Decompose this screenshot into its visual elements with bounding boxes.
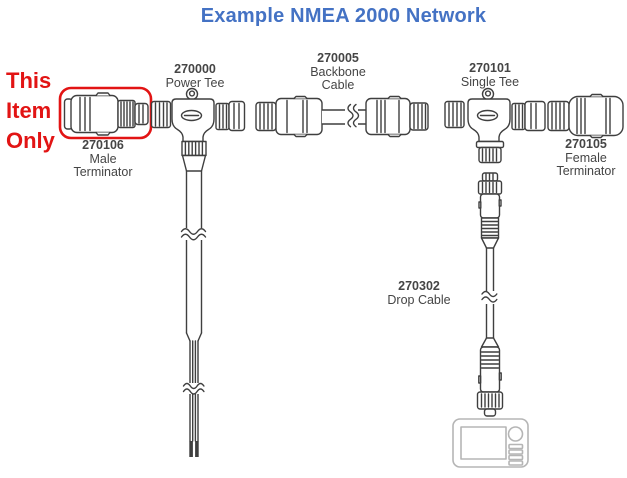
device-button bbox=[508, 454, 524, 461]
label-slot bbox=[180, 109, 203, 122]
drop-cable-label: 270302 Drop Cable bbox=[359, 279, 479, 307]
part-number: 270302 bbox=[398, 279, 440, 293]
power-wire bbox=[189, 441, 193, 457]
part-name: Drop Cable bbox=[387, 292, 451, 307]
cable-break-symbol bbox=[182, 382, 205, 395]
drop-cable-drawing bbox=[476, 172, 504, 417]
part-number: 270101 bbox=[469, 61, 511, 75]
backbone-cable-label: 270005 Backbone Cable bbox=[278, 51, 398, 93]
part-name: Power Tee bbox=[165, 75, 225, 90]
cable-break-symbol bbox=[180, 228, 207, 241]
callout-line: Only bbox=[6, 128, 55, 153]
power-tee-drawing bbox=[150, 87, 246, 457]
part-name: Single Tee bbox=[460, 74, 520, 89]
backbone-cable-drawing bbox=[255, 95, 429, 138]
part-name: Female Terminator bbox=[556, 150, 616, 178]
label-slot bbox=[476, 109, 499, 122]
male-terminator-label: 270106 Male Terminator bbox=[43, 138, 163, 180]
single-tee-drawing bbox=[444, 87, 546, 164]
part-number: 270105 bbox=[565, 137, 607, 151]
mounting-eyelet bbox=[185, 87, 199, 101]
cable-break-symbol bbox=[481, 290, 498, 304]
mounting-eyelet bbox=[481, 87, 495, 101]
callout-line: This bbox=[6, 68, 52, 93]
page-title: Example NMEA 2000 Network bbox=[200, 5, 487, 27]
device-button bbox=[508, 460, 524, 466]
device-button bbox=[508, 443, 524, 450]
part-number: 270000 bbox=[174, 62, 216, 76]
cable-break-symbol bbox=[345, 103, 360, 129]
female-terminator-label: 270105 Female Terminator bbox=[526, 137, 627, 179]
power-wire bbox=[195, 441, 199, 457]
device-knob bbox=[507, 426, 524, 442]
device-screen bbox=[460, 426, 507, 460]
power-tee-label: 270000 Power Tee bbox=[135, 62, 255, 90]
female-terminator-drawing bbox=[547, 93, 624, 139]
single-tee-label: 270101 Single Tee bbox=[430, 61, 550, 89]
part-name: Backbone Cable bbox=[310, 64, 366, 92]
part-number: 270005 bbox=[317, 51, 359, 65]
callout-line: Item bbox=[6, 98, 52, 123]
device-button bbox=[508, 449, 524, 455]
part-name: Male Terminator bbox=[73, 151, 133, 179]
display-device-drawing bbox=[452, 418, 529, 468]
this-item-only-callout: This Item Only bbox=[6, 66, 76, 156]
male-terminator-drawing bbox=[63, 92, 149, 136]
part-number: 270106 bbox=[82, 138, 124, 152]
